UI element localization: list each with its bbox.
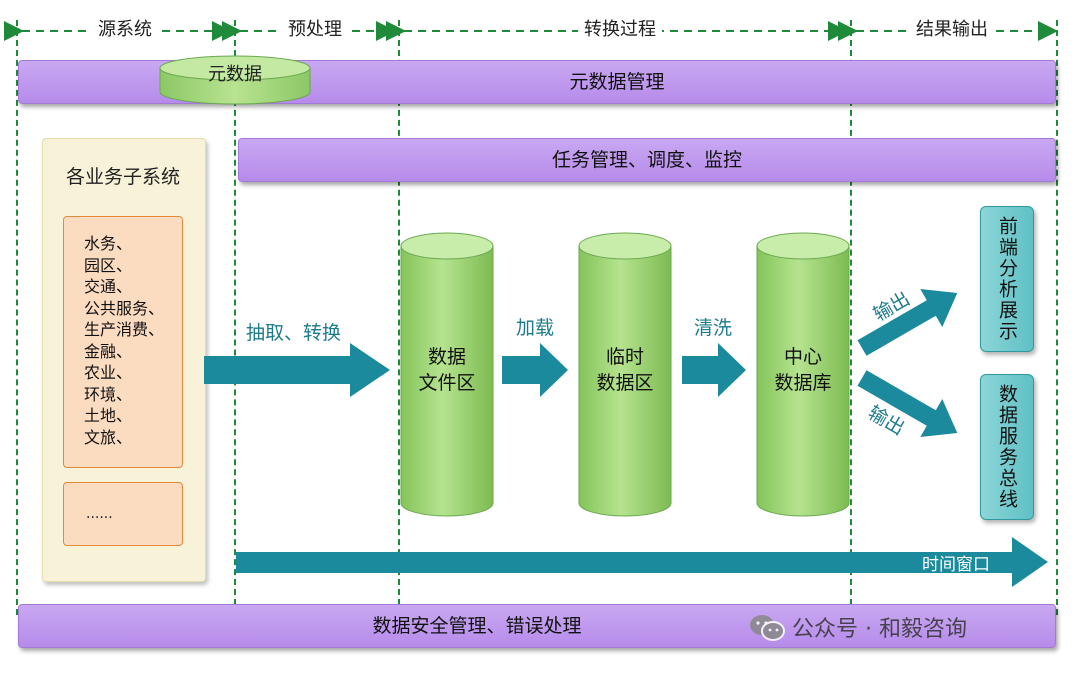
temp-zone-cylinder: [578, 232, 672, 517]
metadata-cylinder-label: 元数据: [208, 64, 262, 85]
security-management-label: 数据安全管理、错误处理: [372, 615, 582, 637]
phase-divider-left: [16, 20, 18, 615]
phase-label-preprocess: 预处理: [282, 18, 348, 42]
system-item: 园区、: [84, 255, 133, 275]
metadata-management-label: 元数据管理: [569, 71, 665, 93]
system-item: 公共服务、: [84, 298, 165, 318]
phase-divider-transform: [850, 20, 852, 615]
time-window-arrow: [236, 537, 1048, 587]
security-management-bar: 数据安全管理、错误处理: [18, 604, 1056, 648]
system-item: 交通、: [84, 277, 133, 296]
metadata-cylinder: [159, 55, 311, 105]
clean-label: 清洗: [694, 317, 733, 339]
output-arrow-down: [857, 370, 958, 438]
phase-label-source: 源系统: [92, 18, 158, 42]
temp-zone-label-line2: 数据区: [596, 372, 654, 394]
load-label: 加载: [516, 317, 555, 339]
phase-divider-right: [1056, 20, 1058, 615]
file-zone-label-line1: 数据: [427, 346, 466, 368]
frontend-analysis-box: 前端分析展示: [980, 206, 1034, 352]
watermark: 公众号 · 和毅咨询: [748, 609, 967, 645]
business-systems-list: 水务、 园区、 交通、 公共服务、 生产消费、 金融、 农业、 环境、 土地、 …: [84, 233, 164, 448]
phase-divider-source: [234, 20, 236, 615]
system-item: 环境、: [84, 384, 133, 404]
phase-label-output: 结果输出: [910, 18, 994, 42]
business-systems-box: [63, 216, 183, 468]
system-item: 文旅、: [84, 427, 133, 447]
temp-zone-label-line1: 临时: [605, 346, 644, 368]
output-arrow-up: [857, 288, 958, 356]
system-item: 水务、: [84, 234, 133, 253]
data-service-bus-label: 数据服务总线: [996, 384, 1018, 510]
extract-transform-label: 抽取、转换: [246, 322, 342, 344]
load-arrow: [502, 343, 568, 397]
system-item: 金融、: [84, 341, 133, 361]
watermark-text: 公众号 · 和毅咨询: [792, 617, 967, 642]
phase-label-transform: 转换过程: [578, 18, 662, 42]
system-item: 生产消费、: [84, 320, 165, 339]
task-management-bar: 任务管理、调度、监控: [238, 138, 1056, 182]
more-systems-box: [63, 482, 183, 546]
file-zone-label-line2: 文件区: [418, 372, 476, 394]
center-db-label: 中心 数据库: [757, 344, 849, 396]
clean-arrow: [682, 343, 746, 397]
center-db-cylinder: [756, 232, 850, 517]
time-window-label: 时间窗口: [922, 555, 990, 575]
source-systems-title: 各业务子系统: [65, 166, 180, 188]
extract-arrow: [204, 343, 390, 397]
system-item: 农业、: [84, 363, 133, 382]
wechat-icon: [750, 615, 785, 641]
system-item: 土地、: [84, 406, 133, 425]
file-zone-cylinder: [400, 232, 494, 517]
center-db-label-line1: 中心: [783, 346, 822, 368]
frontend-analysis-label: 前端分析展示: [996, 216, 1018, 342]
more-systems-label: ......: [86, 506, 113, 522]
temp-zone-label: 临时 数据区: [579, 344, 671, 396]
data-service-bus-box: 数据服务总线: [980, 374, 1034, 520]
task-management-label: 任务管理、调度、监控: [551, 149, 742, 171]
center-db-label-line2: 数据库: [774, 372, 832, 394]
file-zone-label: 数据 文件区: [401, 344, 493, 396]
phase-divider-preprocess: [398, 20, 400, 615]
